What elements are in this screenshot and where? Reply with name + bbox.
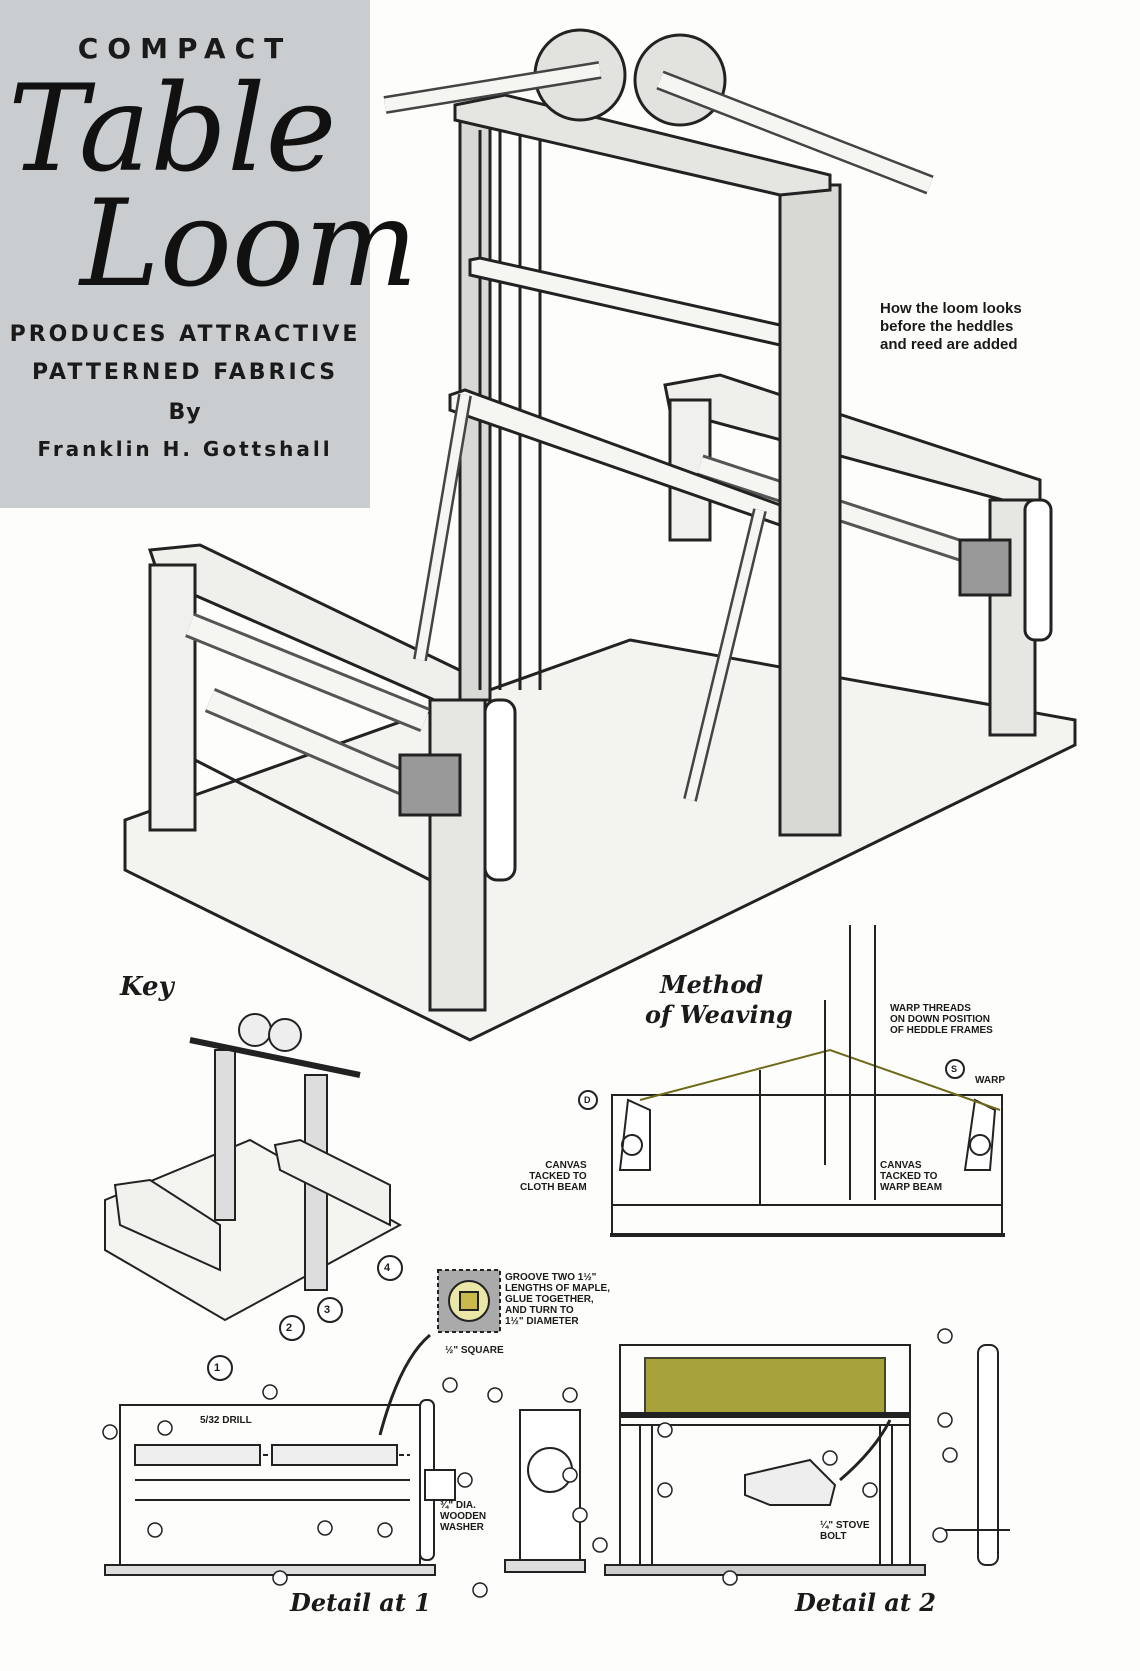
key-marker-2 xyxy=(279,1315,305,1341)
detail2-label: Detail at 2 xyxy=(795,1588,936,1617)
key-label: Key xyxy=(120,972,174,1002)
key-marker-1 xyxy=(207,1355,233,1381)
stove-bolt-label: ¼" STOVE BOLT xyxy=(820,1520,870,1542)
weaving-marker-d: D xyxy=(584,1095,591,1105)
subtitle-line2: PATTERNED FABRICS xyxy=(31,360,339,385)
dimension-markers xyxy=(102,1328,958,1598)
title-line1: Table xyxy=(8,60,337,199)
title-box: COMPACT Table Loom PRODUCES ATTRACTIVE P… xyxy=(0,0,418,508)
weaving-title-1: Method xyxy=(660,970,764,999)
square-note: ½" SQUARE xyxy=(445,1345,504,1356)
weaving-markers xyxy=(578,1059,965,1110)
key-number-3: 3 xyxy=(324,1304,331,1316)
loom-caption: How the loom looks before the heddles an… xyxy=(880,300,1022,353)
warp-label: WARP xyxy=(975,1075,1005,1086)
drill-label: 5/32 DRILL xyxy=(200,1415,252,1426)
title-kicker: COMPACT xyxy=(77,32,293,65)
center-post xyxy=(778,183,842,837)
detail1-label: Detail at 1 xyxy=(290,1588,431,1617)
key-marker-3 xyxy=(317,1297,343,1323)
key-number-1: 1 xyxy=(214,1362,221,1374)
cloth-beam-label: CANVAS TACKED TO CLOTH BEAM xyxy=(520,1160,587,1193)
warp-beam-label: CANVAS TACKED TO WARP BEAM xyxy=(880,1160,943,1193)
woven-cloth xyxy=(644,1357,886,1414)
weaving-title-2: of Weaving xyxy=(645,1000,793,1029)
subtitle-line1: PRODUCES ATTRACTIVE xyxy=(9,322,361,347)
key-number-2: 2 xyxy=(286,1322,293,1334)
loom-base xyxy=(123,638,1077,1042)
weaving-marker-s: S xyxy=(951,1064,958,1074)
warp-threads-label: WARP THREADS ON DOWN POSITION OF HEDDLE … xyxy=(890,1003,993,1036)
key-number-4: 4 xyxy=(384,1262,391,1274)
key-markers xyxy=(207,1255,403,1381)
title-line2: Loom xyxy=(80,175,418,314)
key-marker-4 xyxy=(377,1255,403,1281)
author: Franklin H. Gottshall xyxy=(37,437,333,461)
byline: By xyxy=(168,400,202,425)
washer-label: ¾" DIA. WOODEN WASHER xyxy=(440,1500,487,1533)
groove-note: GROOVE TWO 1½" LENGTHS OF MAPLE, GLUE TO… xyxy=(505,1272,610,1327)
